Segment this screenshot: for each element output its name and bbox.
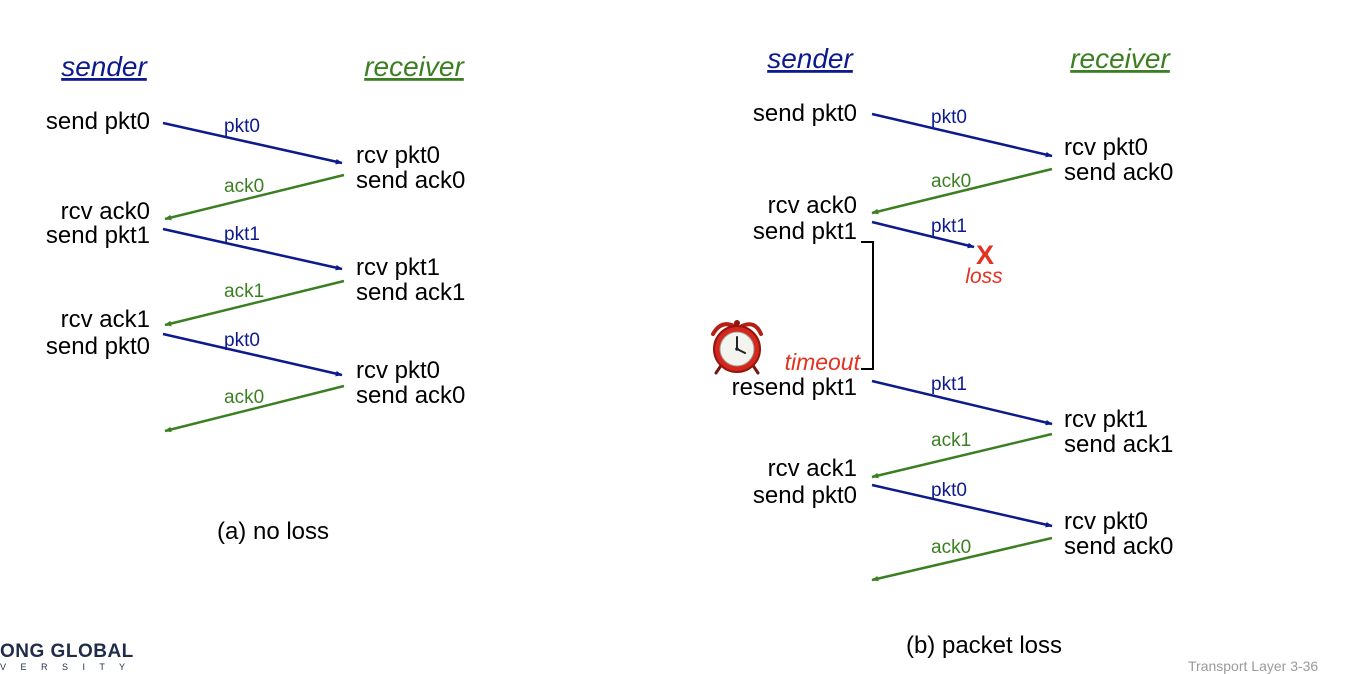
panel-b-receiver-header: receiver bbox=[1070, 43, 1171, 74]
panel-b-sender-event: rcv ack0 bbox=[768, 192, 857, 219]
panel-b-caption: (b) packet loss bbox=[906, 632, 1062, 659]
pkt-label: pkt0 bbox=[931, 107, 967, 128]
ack-arrow bbox=[871, 432, 1053, 479]
ack-arrow bbox=[164, 279, 345, 327]
panel-a-sender-event: rcv ack0 bbox=[61, 198, 150, 225]
pkt-arrow bbox=[162, 121, 343, 165]
panel-a-sender-event: send pkt1 bbox=[46, 222, 150, 249]
panel-a-receiver-event: send ack0 bbox=[356, 382, 465, 409]
pkt-label: pkt1 bbox=[931, 374, 967, 395]
panel-a-caption: (a) no loss bbox=[217, 518, 329, 545]
panel-b-receiver-event: rcv pkt0 bbox=[1064, 508, 1148, 535]
panel-b-sender-event: send pkt0 bbox=[753, 100, 857, 127]
pkt-label: pkt1 bbox=[931, 216, 967, 237]
timeout-label: timeout bbox=[785, 349, 862, 375]
pkt-label: pkt1 bbox=[224, 224, 260, 245]
panel-a-sender-header: sender bbox=[61, 51, 148, 82]
panel-a-receiver-event: rcv pkt0 bbox=[356, 357, 440, 384]
pkt-arrow bbox=[162, 227, 343, 271]
loss-x-icon: X bbox=[976, 240, 994, 270]
ack-label: ack1 bbox=[224, 281, 264, 302]
pkt-arrow bbox=[871, 483, 1053, 528]
panel-a-receiver-event: send ack1 bbox=[356, 279, 465, 306]
panel-b-receiver-event: rcv pkt1 bbox=[1064, 406, 1148, 433]
pkt-arrow bbox=[162, 332, 343, 377]
panel-a-receiver-header: receiver bbox=[364, 51, 465, 82]
ack-label: ack0 bbox=[224, 387, 264, 408]
pkt-label: pkt0 bbox=[224, 330, 260, 351]
ack-arrow bbox=[164, 384, 345, 433]
panel-a-sender-event: send pkt0 bbox=[46, 333, 150, 360]
loss-label: loss bbox=[965, 265, 1003, 288]
panel-a: sender receiver send pkt0 rcv ack0 send … bbox=[46, 51, 466, 545]
lost-pkt-arrow bbox=[871, 220, 975, 249]
panel-b-receiver-event: rcv pkt0 bbox=[1064, 134, 1148, 161]
panel-b-sender-event: rcv ack1 bbox=[768, 455, 857, 482]
slide-page-label: Transport Layer 3-36 bbox=[1188, 658, 1319, 674]
timeout-bracket bbox=[861, 241, 874, 370]
panel-b: sender receiver send pkt0 rcv ack0 send … bbox=[711, 43, 1173, 659]
panel-a-sender-event: send pkt0 bbox=[46, 108, 150, 135]
ack-label: ack0 bbox=[224, 176, 264, 197]
panel-a-receiver-event: send ack0 bbox=[356, 167, 465, 194]
alarm-clock-icon bbox=[711, 320, 763, 375]
panel-b-receiver-event: send ack0 bbox=[1064, 159, 1173, 186]
pkt-label: pkt0 bbox=[931, 480, 967, 501]
panel-a-sender-event: rcv ack1 bbox=[61, 306, 150, 333]
panel-a-receiver-event: rcv pkt0 bbox=[356, 142, 440, 169]
panel-b-sender-event: send pkt1 bbox=[753, 218, 857, 245]
panel-a-receiver-event: rcv pkt1 bbox=[356, 254, 440, 281]
ack-arrow bbox=[871, 167, 1053, 215]
ack-label: ack0 bbox=[931, 171, 971, 192]
pkt-arrow bbox=[871, 379, 1053, 426]
ack-arrow bbox=[871, 536, 1053, 582]
ack-arrow bbox=[164, 173, 345, 221]
ack-label: ack0 bbox=[931, 537, 971, 558]
university-logo-subtext: V E R S I T Y bbox=[0, 662, 132, 672]
panel-b-receiver-event: send ack0 bbox=[1064, 533, 1173, 560]
panel-b-sender-event: resend pkt1 bbox=[732, 374, 857, 401]
panel-b-sender-header: sender bbox=[767, 43, 854, 74]
university-logo-text: ONG GLOBAL bbox=[0, 641, 134, 662]
panel-b-sender-event: send pkt0 bbox=[753, 482, 857, 509]
panel-b-receiver-event: send ack1 bbox=[1064, 431, 1173, 458]
pkt-label: pkt0 bbox=[224, 116, 260, 137]
pkt-arrow bbox=[871, 112, 1053, 158]
ack-label: ack1 bbox=[931, 430, 971, 451]
